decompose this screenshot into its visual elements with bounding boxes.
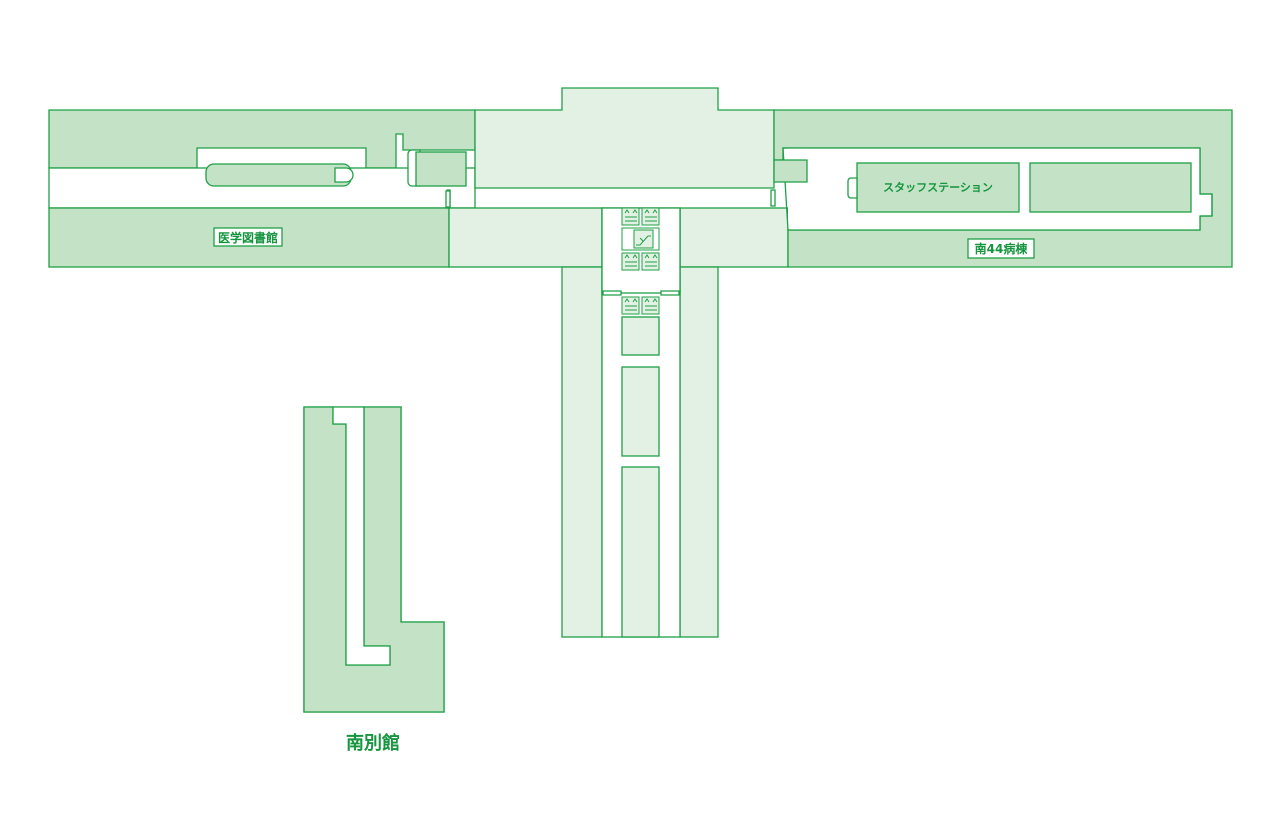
connector-corridor-west bbox=[448, 207, 603, 268]
spine-door-east bbox=[660, 290, 680, 296]
east-wing-corridor-outline bbox=[782, 147, 1213, 231]
elevator-icon[interactable] bbox=[621, 207, 640, 226]
connector-door-east bbox=[770, 189, 776, 207]
connector-door-west bbox=[445, 190, 451, 208]
elevator-icon[interactable] bbox=[641, 296, 660, 315]
west-wing-room-small bbox=[415, 151, 467, 187]
east-wing-corner-room bbox=[773, 159, 808, 183]
west-wing-room bbox=[205, 163, 352, 187]
central-hall bbox=[474, 87, 775, 189]
spine-door-west bbox=[602, 290, 622, 296]
east-wing-room bbox=[1029, 162, 1192, 213]
south-annex-corridor bbox=[332, 406, 391, 666]
south-annex-inner bbox=[303, 406, 445, 713]
spine-room-2 bbox=[621, 366, 660, 457]
ward-label: 南44病棟 bbox=[975, 241, 1029, 256]
south-spine-west bbox=[561, 266, 603, 638]
library-label-box: 医学図書館 bbox=[213, 227, 283, 247]
escalator-icon[interactable] bbox=[621, 227, 660, 251]
elevator-icon[interactable] bbox=[621, 296, 640, 315]
south-spine-east bbox=[679, 266, 719, 638]
ward-label-box: 南44病棟 bbox=[967, 238, 1035, 259]
east-wing-bracket bbox=[847, 177, 858, 199]
staff-station-room bbox=[856, 162, 1020, 213]
spine-room-1 bbox=[621, 316, 660, 356]
library-label: 医学図書館 bbox=[218, 230, 278, 245]
elevator-group bbox=[621, 207, 660, 315]
connector-corridor-east bbox=[679, 207, 789, 268]
elevator-icon[interactable] bbox=[641, 252, 660, 271]
elevator-icon[interactable] bbox=[621, 252, 640, 271]
elevator-icon[interactable] bbox=[641, 207, 660, 226]
spine-room-3 bbox=[621, 466, 660, 638]
staff-station-label: スタッフステーション bbox=[883, 181, 993, 194]
west-wing-room-end bbox=[334, 167, 354, 183]
annex-label: 南別館 bbox=[346, 732, 400, 754]
